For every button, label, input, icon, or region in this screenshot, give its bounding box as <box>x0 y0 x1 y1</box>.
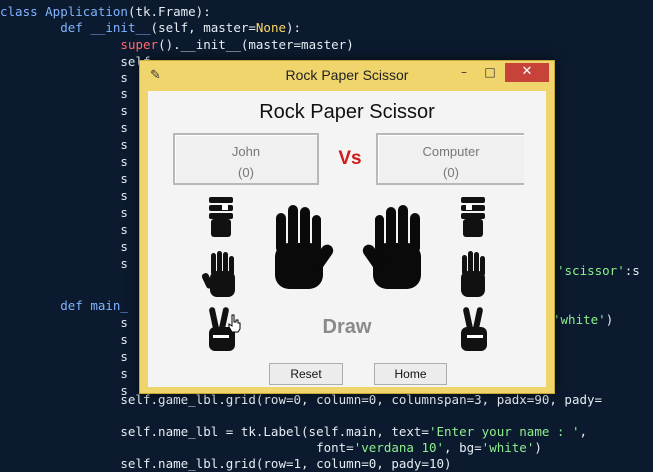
title-bar[interactable]: ✎ Rock Paper Scissor – □ ✕ <box>140 61 554 91</box>
code-line: 'scissor':s <box>557 263 640 278</box>
player-score-box: John (0) <box>173 133 319 185</box>
code-line: self.name_lbl.grid(row=1, column=0, pady… <box>0 456 452 471</box>
code-line: self.name_lbl = tk.Label(self.main, text… <box>0 424 588 439</box>
paper-icon[interactable] <box>201 251 241 301</box>
code-line: font='verdana 10', bg='white') <box>0 440 542 455</box>
code-line: 'white') <box>553 312 614 327</box>
computer-name: Computer <box>422 144 480 159</box>
code-line: s <box>0 103 128 118</box>
code-line: s <box>0 315 128 330</box>
code-line: class Application(tk.Frame): <box>0 4 211 19</box>
close-button[interactable]: ✕ <box>505 63 549 82</box>
code-line: s <box>0 366 128 381</box>
code-line: s <box>0 70 128 85</box>
minimize-button[interactable]: – <box>461 65 467 79</box>
code-line: s <box>0 137 128 152</box>
code-line: s <box>0 332 128 347</box>
mouse-cursor-icon <box>228 313 242 337</box>
maximize-button[interactable]: □ <box>484 65 496 79</box>
computer-score-box: Computer (0) <box>376 133 524 185</box>
code-line: s <box>0 222 128 237</box>
code-line: s <box>0 86 128 101</box>
code-line: s <box>0 383 128 398</box>
home-button[interactable]: Home <box>374 363 447 385</box>
code-line: s <box>0 205 128 220</box>
code-line: super().__init__(master=master) <box>120 37 354 52</box>
player-choice-paper-icon <box>266 203 336 291</box>
computer-score: (0) <box>443 165 459 180</box>
feather-icon: ✎ <box>150 68 161 83</box>
window-title: Rock Paper Scissor <box>285 67 409 83</box>
computer-scissor-icon <box>457 307 491 353</box>
code-line: s <box>0 188 128 203</box>
code-line: self.game_lbl.grid(row=0, column=0, colu… <box>0 392 603 407</box>
code-line: def __init__(self, master=None): <box>60 20 302 35</box>
game-area: Rock Paper Scissor John (0) Vs Computer … <box>148 91 546 387</box>
vs-label: Vs <box>338 148 362 169</box>
player-score: (0) <box>238 165 254 180</box>
rock-icon[interactable] <box>206 195 236 239</box>
code-line: def main_ <box>60 298 128 313</box>
code-line: s <box>0 239 128 254</box>
computer-rock-icon <box>458 195 488 239</box>
app-window: ✎ Rock Paper Scissor – □ ✕ Rock Paper Sc… <box>139 60 555 394</box>
player-name: John <box>231 144 261 159</box>
code-line: s <box>0 349 128 364</box>
code-line: s <box>0 154 128 169</box>
code-line: self <box>0 54 151 69</box>
game-title: Rock Paper Scissor <box>259 101 435 123</box>
computer-paper-icon <box>456 251 490 299</box>
computer-choice-paper-icon <box>360 203 430 291</box>
reset-button[interactable]: Reset <box>269 363 343 385</box>
code-line: s <box>0 120 128 135</box>
code-editor-background: class Application(tk.Frame): def __init_… <box>0 4 640 471</box>
result-label: Draw <box>322 316 372 338</box>
code-line: s <box>0 256 128 271</box>
code-line: s <box>0 171 128 186</box>
scissor-icon[interactable] <box>205 307 239 353</box>
